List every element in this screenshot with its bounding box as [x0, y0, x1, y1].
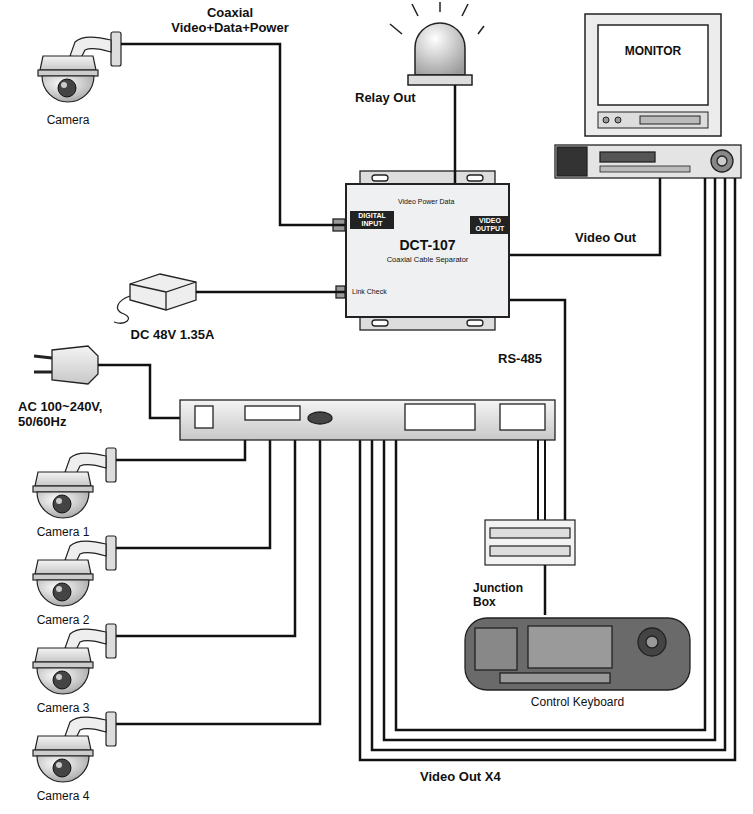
panel-marking: DIGITAL INPUT — [350, 211, 394, 229]
node-label: MONITOR — [625, 45, 681, 59]
signal-label: Video Out — [575, 231, 636, 246]
node-label: Relay Out — [355, 91, 416, 106]
ac-plug-node: AC 100~240V, 50/60Hz — [15, 340, 165, 432]
node-label: Camera 3 — [37, 702, 90, 716]
node-label: Camera 2 — [37, 614, 90, 628]
cable — [544, 612, 547, 615]
camera-wires — [116, 440, 320, 724]
monitor-node: MONITOR — [598, 25, 708, 105]
junction-box-node: Junction Box — [470, 520, 580, 612]
node-label: Camera — [47, 114, 90, 128]
control-keyboard-node: Control Keyboard — [455, 615, 700, 712]
camera-node: Camera 1 — [10, 446, 116, 542]
power-adapter-icon — [114, 274, 235, 323]
signal-label: Video Out X4 — [420, 770, 501, 785]
camera-node: Camera 2 — [10, 534, 116, 630]
panel-marking: VIDEO OUTPUT — [470, 216, 510, 234]
node-label: Control Keyboard — [531, 696, 624, 710]
node-label: DC 48V 1.35A — [131, 328, 215, 343]
relay-lamp-node: Relay Out — [352, 5, 485, 108]
camera-node: Camera — [15, 28, 121, 130]
node-label: Camera 1 — [37, 526, 90, 540]
camera-top-icon — [38, 32, 121, 102]
signal-label: RS-485 — [498, 352, 542, 367]
cable — [454, 108, 457, 183]
power-adapter-node: DC 48V 1.35A — [110, 268, 235, 345]
panel-marking: Video Power Data — [398, 198, 454, 206]
monitor-icon — [585, 14, 721, 136]
rs485-wire — [538, 440, 545, 520]
video-out-wire — [510, 178, 660, 255]
node-label: AC 100~240V, 50/60Hz — [18, 400, 130, 430]
cable — [121, 44, 345, 225]
node-label: Camera 4 — [37, 790, 90, 804]
control-keyboard-icon — [465, 618, 690, 690]
multi-channel-unit — [180, 400, 555, 440]
junction-box-icon — [485, 520, 575, 612]
panel-marking: Link Check — [352, 288, 387, 296]
camera-node: Camera 4 — [10, 710, 116, 806]
cable — [235, 291, 345, 294]
dvr-icon — [555, 145, 741, 178]
node-label: DCT-107 — [399, 237, 455, 253]
cable — [510, 300, 565, 520]
node-subtitle: Coaxial Cable Separator — [387, 256, 469, 265]
node-label: Junction Box — [473, 582, 535, 610]
signal-label: Coaxial Video+Data+Power — [160, 6, 300, 36]
camera-node: Camera 3 — [10, 622, 116, 718]
camera-icons — [33, 448, 116, 782]
